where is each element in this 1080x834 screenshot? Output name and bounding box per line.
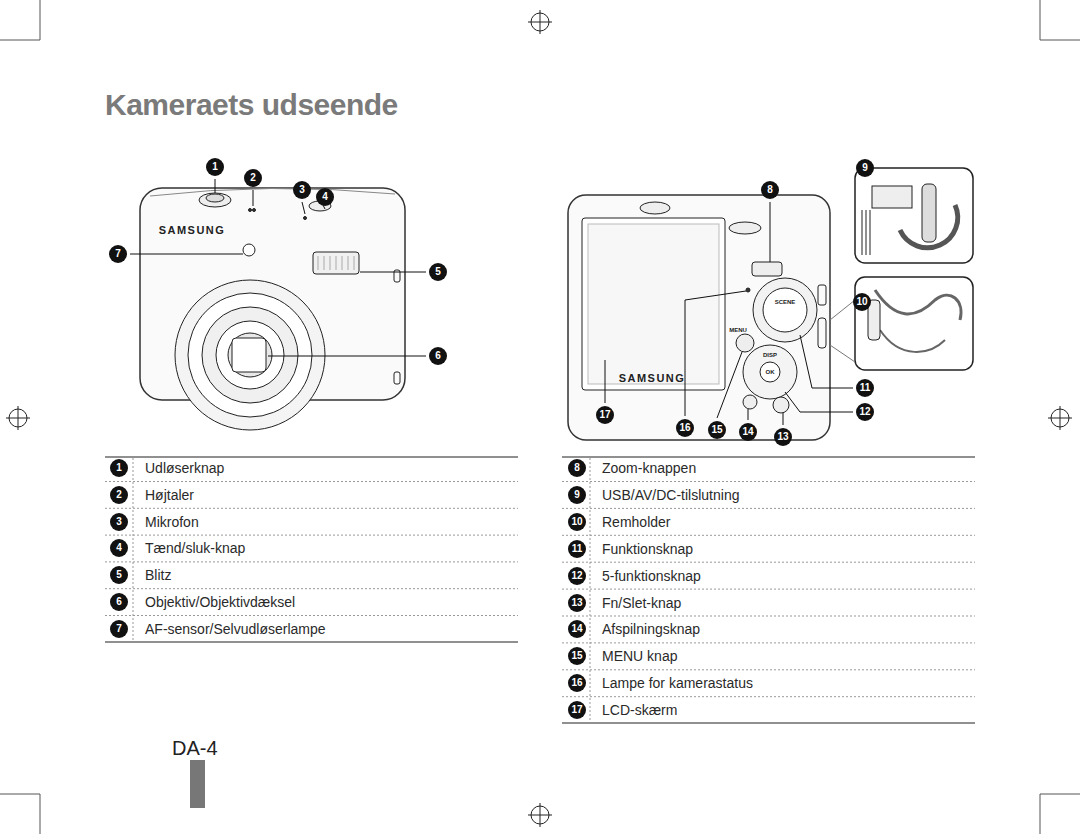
part-name: MENU knap: [602, 648, 677, 664]
part-name: Højtaler: [145, 487, 194, 503]
part-name: Afspilningsknap: [602, 621, 700, 637]
callout-number: 9: [856, 159, 874, 177]
callout-number: 13: [774, 428, 792, 446]
callout-number: 4: [316, 188, 334, 206]
callout-number: 7: [109, 245, 127, 263]
callout-number: 1: [206, 158, 224, 176]
part-name: Funktionsknap: [602, 541, 693, 557]
callout-number: 1: [110, 459, 128, 477]
callout-number: 10: [568, 513, 586, 531]
part-name: Remholder: [602, 514, 670, 530]
callout-number: 3: [293, 181, 311, 199]
part-name: Objektiv/Objektivdæksel: [145, 594, 295, 610]
page-title: Kameraets udseende: [105, 88, 398, 122]
part-name: Mikrofon: [145, 514, 199, 530]
button-label: DISP: [763, 352, 777, 358]
button-label: SCENE: [775, 299, 796, 305]
callout-number: 14: [568, 620, 586, 638]
callout-number: 12: [568, 567, 586, 585]
part-name: AF-sensor/Selvudløserlampe: [145, 621, 326, 637]
button-label: OK: [766, 369, 775, 375]
part-name: Blitz: [145, 567, 171, 583]
callout-number: 17: [596, 406, 614, 424]
button-label: MENU: [729, 327, 747, 333]
callout-number: 11: [568, 540, 586, 558]
callout-number: 12: [856, 403, 874, 421]
part-name: Zoom-knappen: [602, 460, 696, 476]
callout-number: 5: [110, 566, 128, 584]
part-name: LCD-skærm: [602, 702, 677, 718]
callout-number: 15: [708, 421, 726, 439]
brand-text: SAMSUNG: [159, 224, 226, 236]
callout-number: 16: [568, 674, 586, 692]
callout-number: 5: [429, 263, 447, 281]
part-name: Lampe for kamerastatus: [602, 675, 753, 691]
callout-number: 14: [739, 423, 757, 441]
callout-number: 4: [110, 539, 128, 557]
callout-number: 10: [853, 293, 871, 311]
part-name: Tænd/sluk-knap: [145, 540, 245, 556]
brand-text: SAMSUNG: [619, 372, 686, 384]
callout-number: 8: [568, 459, 586, 477]
callout-number: 3: [110, 513, 128, 531]
part-name: Fn/Slet-knap: [602, 595, 681, 611]
part-name: 5-funktionsknap: [602, 568, 701, 584]
callout-number: 6: [110, 593, 128, 611]
callout-number: 13: [568, 594, 586, 612]
part-name: USB/AV/DC-tilslutning: [602, 487, 739, 503]
callout-number: 11: [856, 379, 874, 397]
callout-number: 16: [676, 419, 694, 437]
callout-number: 9: [568, 486, 586, 504]
callout-number: 17: [568, 701, 586, 719]
part-name: Udløserknap: [145, 460, 224, 476]
callout-number: 7: [110, 620, 128, 638]
callout-number: 6: [429, 347, 447, 365]
callout-number: 2: [110, 486, 128, 504]
page-number: DA-4: [172, 737, 218, 760]
callout-number: 2: [244, 169, 262, 187]
callout-number: 8: [761, 181, 779, 199]
callout-number: 15: [568, 647, 586, 665]
